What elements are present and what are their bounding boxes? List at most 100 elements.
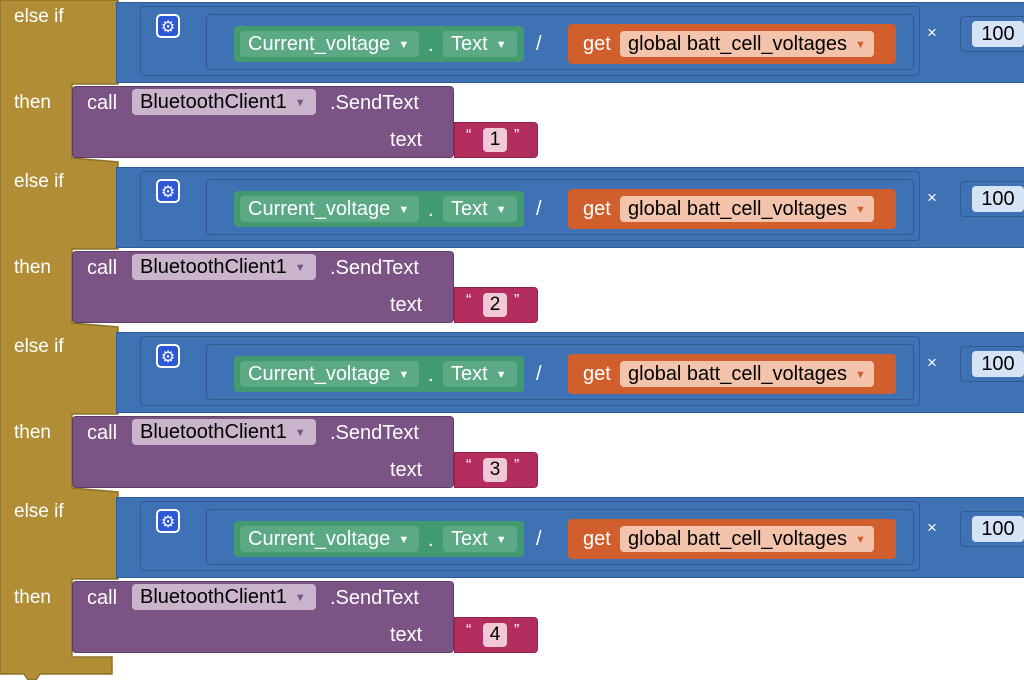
quote-open: “: [466, 457, 472, 474]
get-label: get: [583, 198, 611, 220]
gear-icon[interactable]: ⚙: [156, 509, 180, 533]
chevron-down-icon: ▼: [855, 369, 866, 381]
method-name: .SendText: [330, 92, 419, 114]
then-label: then: [14, 587, 51, 608]
chevron-down-icon: ▼: [855, 39, 866, 51]
text-string-block[interactable]: [454, 287, 538, 323]
component-name-text: BluetoothClient1: [140, 421, 287, 443]
variable-name-text: global batt_cell_voltages: [628, 33, 848, 55]
dot-separator: .: [428, 34, 434, 56]
property-name-dropdown[interactable]: Text ▼: [443, 196, 517, 222]
text-argument-label: text: [390, 129, 423, 151]
chevron-down-icon: ▼: [294, 592, 306, 604]
component-dropdown[interactable]: BluetoothClient1 ▼: [132, 419, 316, 445]
then-label: then: [14, 257, 51, 278]
chevron-down-icon: ▼: [398, 39, 410, 51]
quote-close: ”: [514, 127, 520, 144]
component-dropdown[interactable]: BluetoothClient1 ▼: [132, 254, 316, 280]
component-dropdown[interactable]: BluetoothClient1 ▼: [132, 584, 316, 610]
text-value-field[interactable]: 4: [483, 623, 507, 647]
multiply-block-outline: [140, 6, 920, 76]
quote-open: “: [466, 622, 472, 639]
divide-block-outline: [206, 344, 914, 400]
text-argument-label: text: [390, 294, 423, 316]
else-if-label: else if: [14, 501, 64, 522]
variable-dropdown[interactable]: global batt_cell_voltages▼: [620, 361, 874, 387]
property-component-dropdown[interactable]: Current_voltage▼: [240, 361, 420, 387]
multiply-operator: ×: [927, 23, 937, 42]
quote-close: ”: [514, 292, 520, 309]
property-component-dropdown[interactable]: Current_voltage▼: [240, 526, 420, 552]
dot-separator: .: [428, 199, 434, 221]
text-value-field[interactable]: 3: [483, 458, 507, 482]
component-name-text: BluetoothClient1: [140, 586, 287, 608]
property-name-text: Text: [451, 528, 488, 550]
chevron-down-icon: ▼: [495, 534, 507, 546]
property-name-text: Text: [451, 363, 488, 385]
divide-block-outline: [206, 14, 914, 70]
divide-operator: /: [536, 363, 542, 385]
divide-block-outline: [206, 509, 914, 565]
variable-dropdown[interactable]: global batt_cell_voltages ▼: [620, 31, 874, 57]
then-label: then: [14, 92, 51, 113]
variable-dropdown[interactable]: global batt_cell_voltages▼: [620, 526, 874, 552]
quote-open: “: [466, 127, 472, 144]
component-dropdown[interactable]: BluetoothClient1 ▼: [132, 89, 316, 115]
property-name-text: Text: [451, 198, 488, 220]
text-argument-label: text: [390, 624, 423, 646]
call-label: call: [87, 422, 118, 444]
call-label: call: [87, 257, 118, 279]
divide-operator: /: [536, 198, 542, 220]
get-label: get: [583, 363, 611, 385]
divide-operator: /: [536, 528, 542, 550]
text-value-field[interactable]: 2: [483, 293, 507, 317]
chevron-down-icon: ▼: [398, 534, 410, 546]
number-field[interactable]: 100: [972, 186, 1024, 212]
chevron-down-icon: ▼: [495, 204, 507, 216]
variable-name-text: global batt_cell_voltages: [628, 528, 848, 550]
quote-close: ”: [514, 622, 520, 639]
number-field[interactable]: 100: [972, 351, 1024, 377]
property-component-dropdown[interactable]: Current_voltage ▼: [240, 31, 420, 57]
property-name-dropdown[interactable]: Text ▼: [443, 526, 517, 552]
divide-operator: /: [536, 33, 542, 55]
text-argument-label: text: [390, 459, 423, 481]
text-value-field[interactable]: 1: [483, 128, 507, 152]
chevron-down-icon: ▼: [294, 97, 306, 109]
property-component-text: Current_voltage: [248, 198, 391, 220]
then-label: then: [14, 422, 51, 443]
method-name: .SendText: [330, 587, 419, 609]
method-name: .SendText: [330, 422, 419, 444]
multiply-operator: ×: [927, 353, 937, 372]
property-component-text: Current_voltage: [248, 33, 391, 55]
chevron-down-icon: ▼: [495, 369, 507, 381]
get-label: get: [583, 33, 611, 55]
property-name-dropdown[interactable]: Text▼: [443, 31, 517, 57]
component-name-text: BluetoothClient1: [140, 256, 287, 278]
divide-block-outline: [206, 179, 914, 235]
chevron-down-icon: ▼: [294, 262, 306, 274]
property-name-text: Text: [451, 33, 488, 55]
gear-icon[interactable]: ⚙: [156, 179, 180, 203]
property-component-dropdown[interactable]: Current_voltage▼: [240, 196, 420, 222]
call-label: call: [87, 587, 118, 609]
multiply-block-outline: [140, 171, 920, 241]
number-field[interactable]: 100: [972, 516, 1024, 542]
number-field[interactable]: 100: [972, 21, 1024, 47]
call-label: call: [87, 92, 118, 114]
method-name: .SendText: [330, 257, 419, 279]
quote-open: “: [466, 292, 472, 309]
gear-icon[interactable]: ⚙: [156, 14, 180, 38]
else-if-label: else if: [14, 171, 64, 192]
chevron-down-icon: ▼: [294, 427, 306, 439]
property-name-dropdown[interactable]: Text ▼: [443, 361, 517, 387]
component-name-text: BluetoothClient1: [140, 91, 287, 113]
multiply-operator: ×: [927, 518, 937, 537]
else-if-label: else if: [14, 6, 64, 27]
gear-icon[interactable]: ⚙: [156, 344, 180, 368]
variable-dropdown[interactable]: global batt_cell_voltages▼: [620, 196, 874, 222]
multiply-block-outline: [140, 336, 920, 406]
chevron-down-icon: ▼: [855, 204, 866, 216]
chevron-down-icon: ▼: [398, 369, 410, 381]
